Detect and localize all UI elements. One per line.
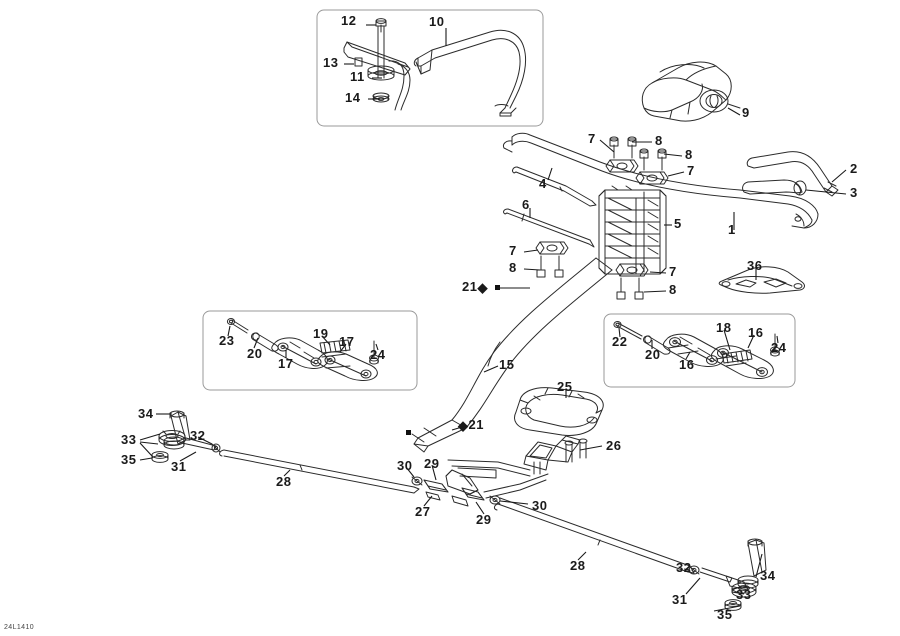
- callout-21-a: 21◆: [462, 280, 488, 294]
- callout-8-d: 8: [669, 282, 677, 297]
- inset-left-art: [226, 318, 379, 381]
- callout-34-a: 34: [138, 406, 154, 421]
- part-33-left-bearings: [158, 430, 186, 450]
- callout-28-a: 28: [276, 474, 292, 489]
- callout-31-b: 31: [672, 592, 688, 607]
- callout-13: 13: [323, 55, 339, 70]
- callout-32-b: 32: [676, 560, 692, 575]
- callout-2: 2: [850, 161, 858, 176]
- callout-8-b: 8: [685, 147, 693, 162]
- part-9-console: [641, 61, 732, 122]
- callout-5: 5: [674, 216, 682, 231]
- part-35-left-nut: [151, 451, 169, 463]
- callout-7-d: 7: [669, 264, 677, 279]
- diamond-marker-icon: ◆: [477, 280, 488, 295]
- callout-35-b: 35: [717, 607, 733, 622]
- callout-21-b-label: 21: [468, 417, 484, 432]
- callout-10: 10: [429, 14, 445, 29]
- callout-1: 1: [728, 222, 736, 237]
- callout-29-b: 29: [476, 512, 492, 527]
- part-2-grip: [746, 151, 839, 197]
- callout-16-b: 16: [679, 357, 695, 372]
- callout-27: 27: [415, 504, 431, 519]
- callout-7-b: 7: [687, 163, 695, 178]
- part-36-plate: [718, 266, 805, 294]
- center-linkage: [411, 459, 549, 507]
- callout-14: 14: [345, 90, 361, 105]
- callout-32-a: 32: [190, 428, 206, 443]
- part-6-rod: [503, 208, 595, 248]
- diagram-code: 24L1410: [4, 624, 35, 631]
- callout-35-a: 35: [121, 452, 137, 467]
- callout-15: 15: [499, 357, 515, 372]
- callout-24-a: 24: [370, 347, 386, 362]
- callout-30-b: 30: [532, 498, 548, 513]
- callout-17-a: 17: [339, 334, 355, 349]
- callout-3: 3: [850, 185, 858, 200]
- callout-20-a: 20: [247, 346, 263, 361]
- callout-24-b: 24: [771, 340, 787, 355]
- callout-8-c: 8: [509, 260, 517, 275]
- callout-30-a: 30: [397, 458, 413, 473]
- callout-21-a-label: 21: [462, 279, 478, 294]
- callout-19: 19: [313, 326, 329, 341]
- callout-4: 4: [539, 176, 547, 191]
- diamond-marker-icon-2: ◆: [458, 418, 469, 433]
- callout-8-a: 8: [655, 133, 663, 148]
- callout-25: 25: [557, 379, 573, 394]
- callout-9: 9: [742, 105, 750, 120]
- callout-22: 22: [612, 334, 628, 349]
- callout-11: 11: [350, 69, 365, 84]
- callout-29-a: 29: [424, 456, 440, 471]
- part-31-left-joint: [181, 437, 221, 453]
- part-15-steering-column: [406, 257, 613, 453]
- callout-28-b: 28: [570, 558, 586, 573]
- part-3-grip: [742, 179, 807, 196]
- part-28-right-tie-rod: [494, 497, 695, 574]
- leader-lines: [139, 24, 847, 612]
- callout-26: 26: [606, 438, 622, 453]
- callout-23: 23: [219, 333, 235, 348]
- part-5-support-bracket: [598, 185, 667, 275]
- callout-36: 36: [747, 258, 763, 273]
- callout-33-b: 33: [736, 587, 752, 602]
- callout-33-a: 33: [121, 432, 137, 447]
- callout-12: 12: [341, 13, 357, 28]
- part-28-left-tie-rod: [219, 449, 420, 494]
- inset-right-art: [613, 321, 780, 379]
- part-35-right-nut: [724, 599, 742, 611]
- callout-18: 18: [716, 320, 732, 335]
- callout-16-a: 16: [748, 325, 764, 340]
- part-25-cover-plate: [514, 387, 604, 436]
- callout-7-c: 7: [509, 243, 517, 258]
- callout-34-b: 34: [760, 568, 776, 583]
- inset-top-art: [343, 18, 527, 117]
- callout-20-b: 20: [645, 347, 661, 362]
- part-26-bracket: [523, 435, 588, 475]
- callout-7-a: 7: [588, 131, 596, 146]
- part-34-left-arm: [169, 410, 191, 445]
- inset-boxes: [202, 9, 796, 391]
- callout-31-a: 31: [171, 459, 187, 474]
- part-34-right-arm: [747, 538, 767, 577]
- callout-21-b: ◆21: [458, 418, 484, 432]
- part-4-rod: [512, 166, 597, 207]
- callout-6: 6: [522, 197, 530, 212]
- clamp-assemblies-7-8: [535, 136, 669, 300]
- callout-17-b: 17: [278, 356, 294, 371]
